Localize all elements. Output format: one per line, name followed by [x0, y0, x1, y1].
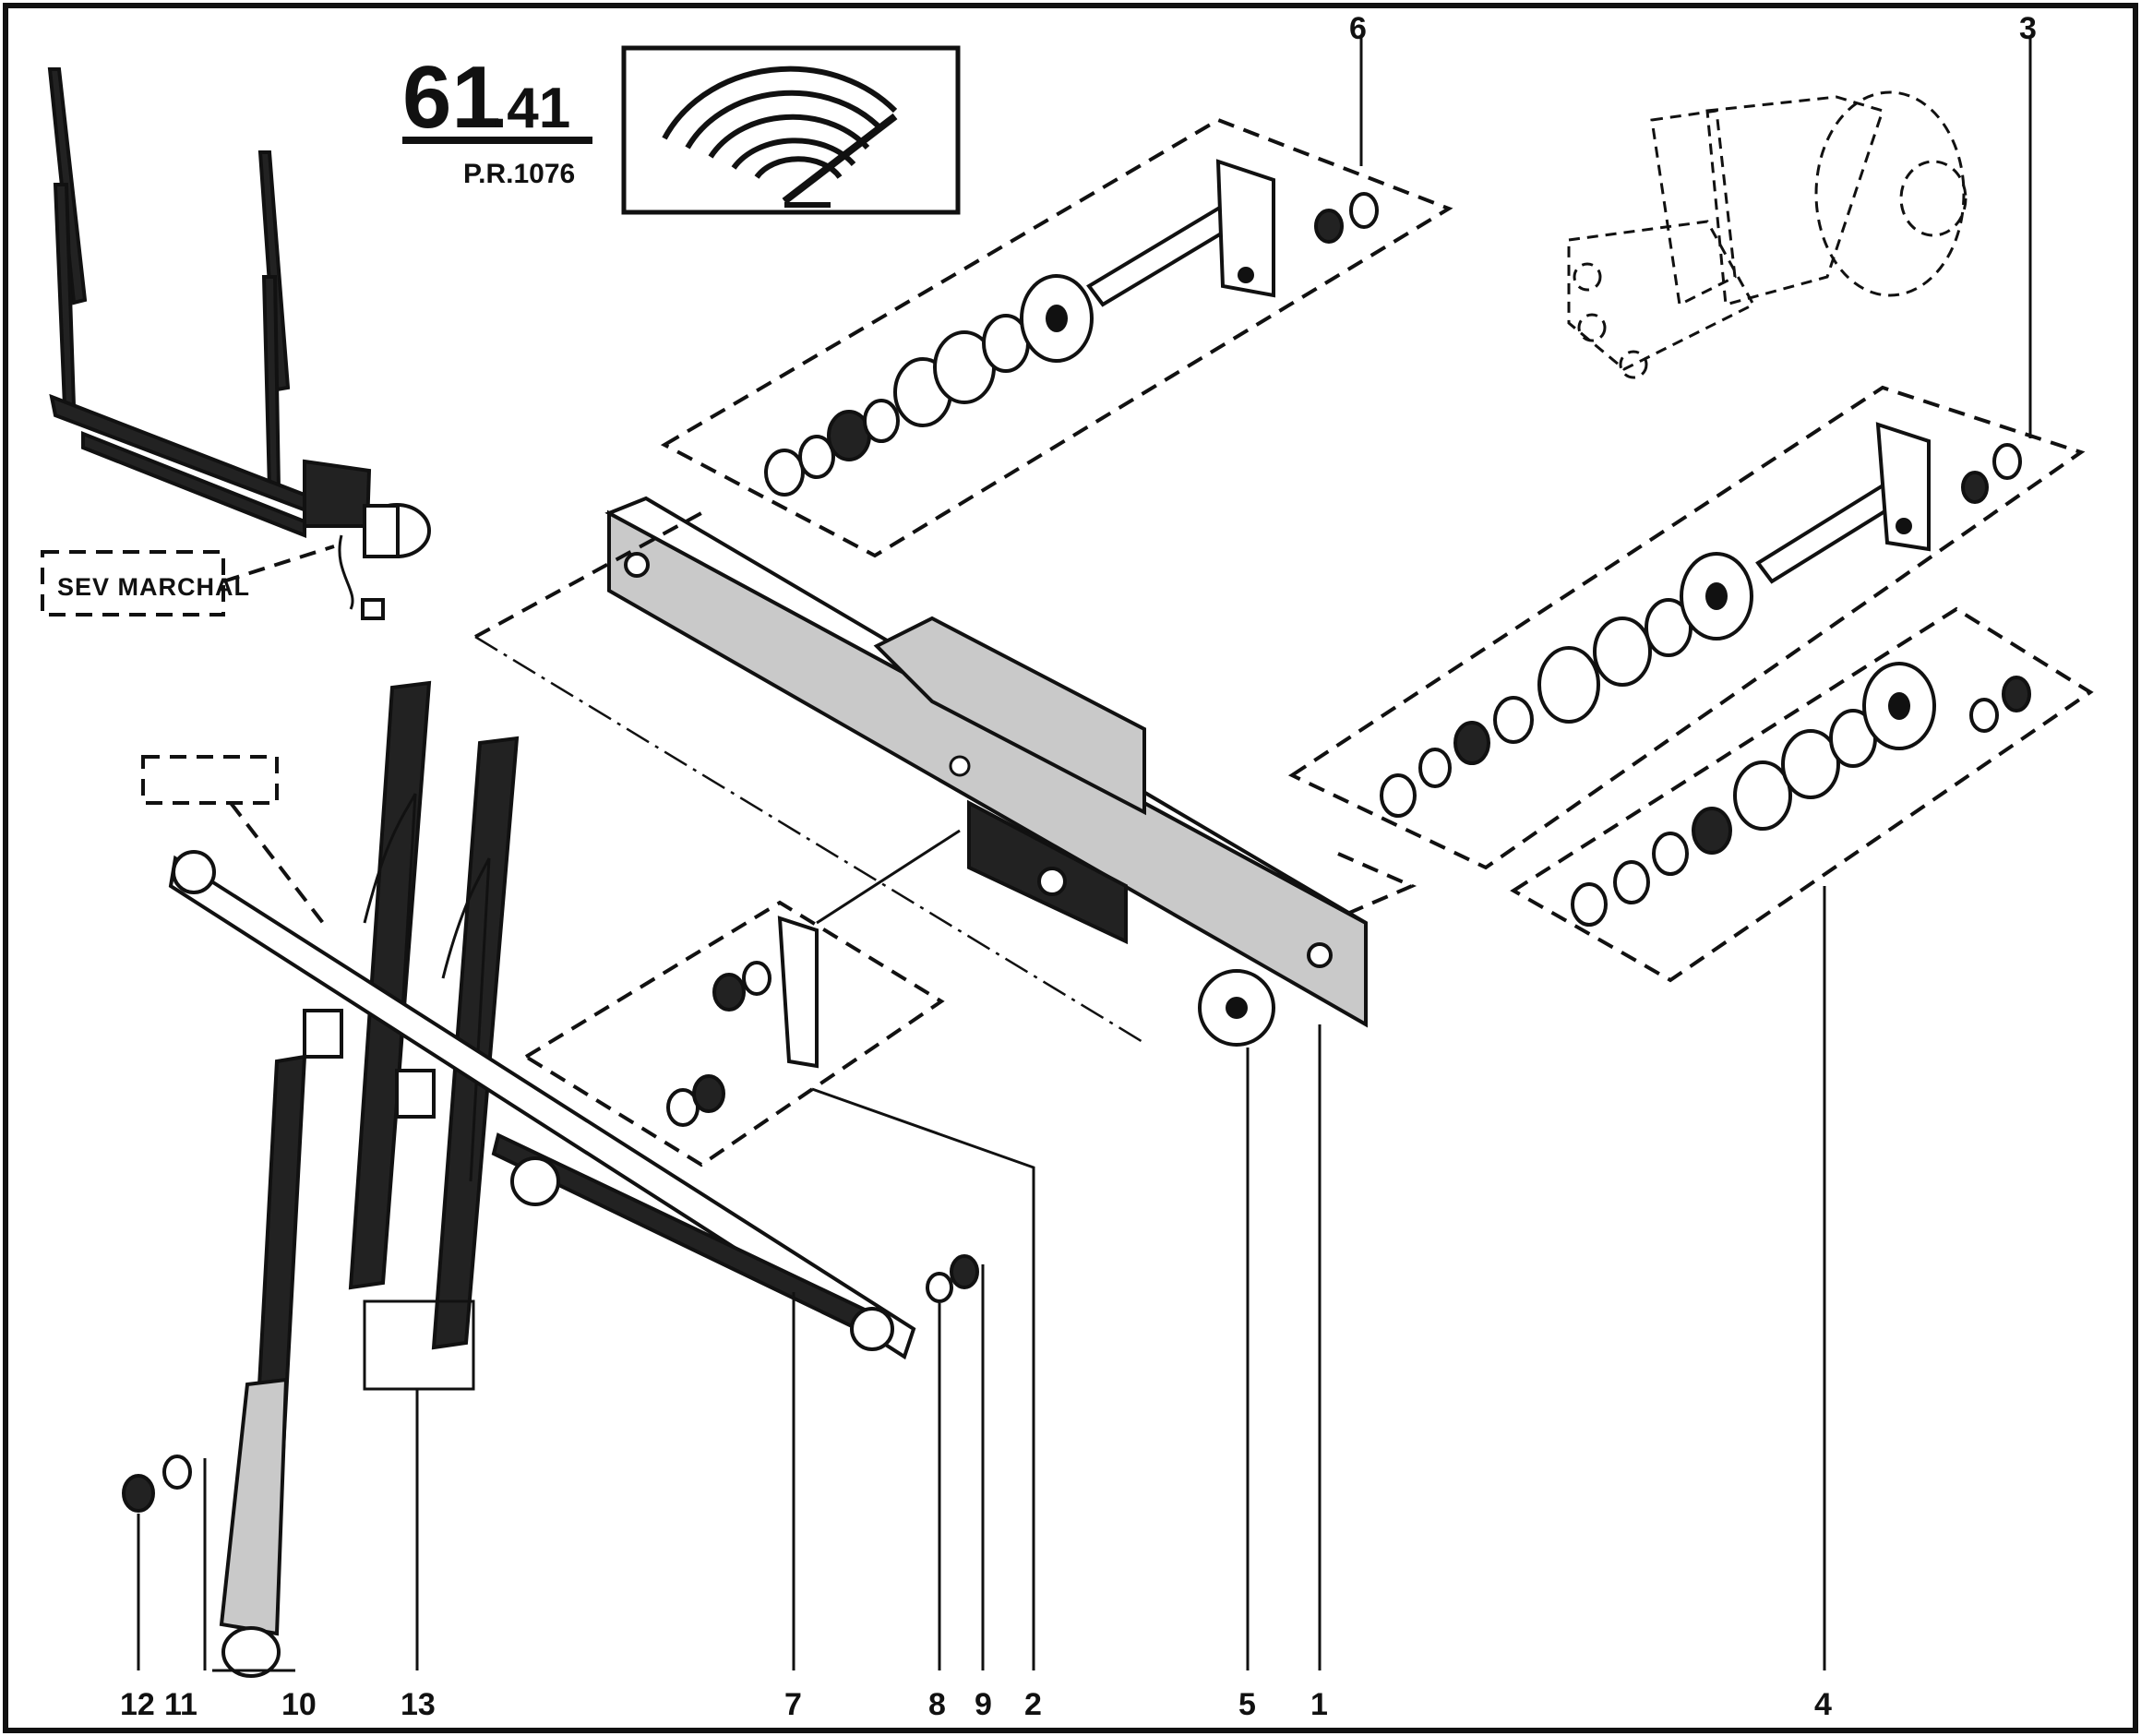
- section-header: 61 .41 P.R.1076: [402, 48, 592, 189]
- callout-13: 13: [401, 1687, 436, 1722]
- callout-2: 2: [1024, 1687, 1042, 1722]
- callout-1: 1: [1310, 1687, 1328, 1722]
- callout-6: 6: [1349, 11, 1367, 46]
- group6-spindle: [1086, 159, 1379, 307]
- callout-4: 4: [1814, 1687, 1832, 1722]
- supplier-name: SEV MARCHAL: [57, 573, 250, 601]
- wiper-symbol-icon: [621, 45, 961, 215]
- callout-11: 11: [164, 1687, 197, 1722]
- part-group-2: [522, 829, 1035, 1670]
- parts-11-12-nut-washer: [122, 1455, 207, 1670]
- wiper-motor-ghost: [1567, 90, 1968, 379]
- part-group-3: [1287, 37, 2086, 870]
- group6-washers: [764, 274, 1094, 497]
- callout-10: 10: [281, 1687, 317, 1722]
- callout-3: 3: [2019, 11, 2037, 46]
- section-subnumber: .41: [491, 77, 570, 140]
- part-5-bushing: [1198, 969, 1275, 1670]
- part-group-6: [660, 37, 1453, 558]
- part-group-4: [1510, 606, 2094, 1670]
- reference-code: P.R.1076: [463, 159, 575, 189]
- parts-8-9-washer-nut: [926, 1254, 985, 1670]
- part-7-linkage-rod: [141, 755, 916, 1670]
- callout-7: 7: [784, 1687, 802, 1722]
- mounting-crossmember: [604, 496, 1368, 1028]
- page-frame: [3, 3, 2138, 1733]
- callout-9: 9: [975, 1687, 992, 1722]
- part-13-wiper-blades: [303, 680, 520, 1670]
- section-number: 61: [402, 48, 501, 147]
- callout-12: 12: [120, 1687, 155, 1722]
- wiper-assembly-overview: [47, 67, 431, 620]
- callout-8: 8: [928, 1687, 946, 1722]
- callout-labels: 6 3 12 11 10 13 7 8 9 2 5 1 4: [120, 11, 2037, 1722]
- supplier-tag: SEV MARCHAL: [41, 545, 335, 617]
- callout-5: 5: [1238, 1687, 1256, 1722]
- header-underline: [402, 137, 592, 144]
- part-10-wiper-arm: [212, 1054, 307, 1678]
